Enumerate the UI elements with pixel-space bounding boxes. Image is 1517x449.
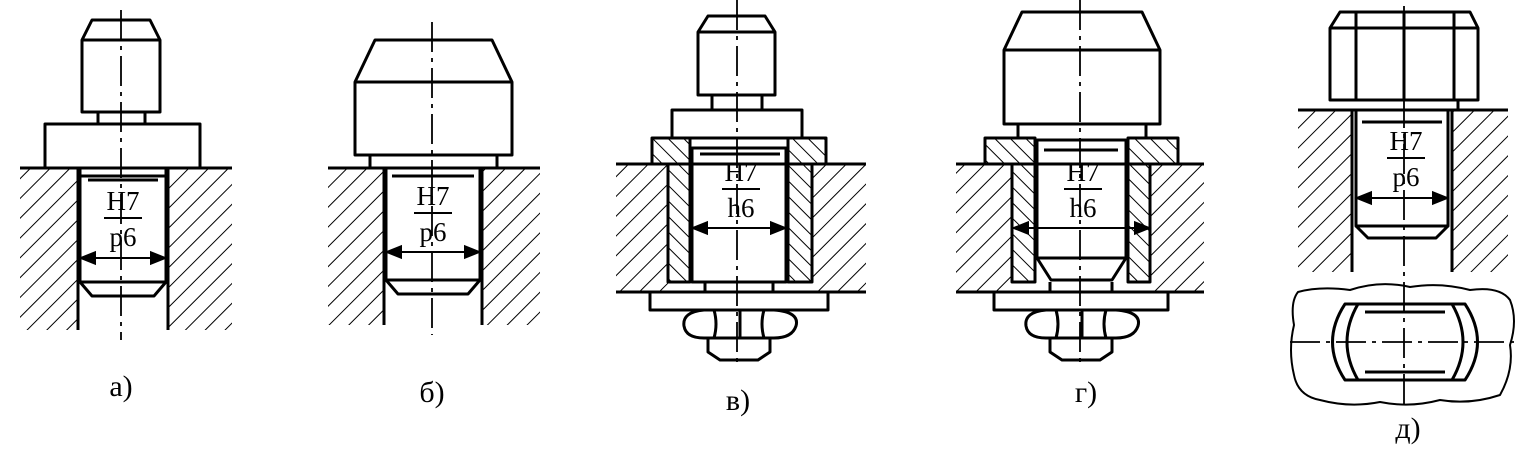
caption-e: д) (1395, 412, 1420, 445)
base-right-d (1150, 164, 1204, 292)
nut-b (353, 38, 514, 157)
fit-upper: H7 (107, 186, 140, 216)
washer-bottom-c (648, 290, 830, 312)
fit-upper: H7 (1390, 126, 1423, 156)
fit-upper: H7 (725, 157, 758, 187)
base-right-e (1452, 110, 1508, 272)
fit-e: H7 p6 (1387, 126, 1425, 192)
washer-top-c (670, 108, 804, 140)
pin-c (690, 146, 788, 284)
pin-a (78, 168, 168, 284)
fit-lower: h6 (728, 193, 755, 223)
bushing-right-d (1126, 136, 1180, 284)
fit-lower: h6 (1070, 193, 1097, 223)
fit-a: H7 p6 (104, 186, 142, 252)
section-profile-e (1331, 302, 1479, 382)
fit-upper: H7 (417, 181, 450, 211)
caption-b: б) (419, 376, 444, 409)
base-left-c (616, 164, 668, 292)
thread-end-d (1048, 336, 1114, 362)
fit-lower: p6 (420, 217, 447, 247)
base-left-a (20, 168, 78, 330)
washer-bottom-d (992, 290, 1170, 312)
caption-a: а) (109, 370, 132, 403)
figure-a (20, 18, 232, 330)
figure-c (616, 14, 866, 362)
washer-a (43, 122, 202, 170)
base-left-e (1298, 110, 1352, 272)
lock-nut-c (682, 308, 799, 340)
base-right-a (168, 168, 232, 330)
bushing-left-d (983, 136, 1037, 284)
nut-d (1002, 10, 1162, 126)
fit-c: H7 h6 (722, 157, 760, 223)
thread-end-c (706, 336, 772, 362)
fit-lower: p6 (1393, 162, 1420, 192)
lock-nut-d (1024, 308, 1141, 340)
section-outline-e (1290, 283, 1515, 406)
caption-c: в) (726, 384, 750, 417)
base-left-b (328, 168, 384, 325)
pin-e (1354, 110, 1450, 228)
base-right-c (812, 164, 866, 292)
base-right-b (482, 168, 540, 325)
base-left-d (956, 164, 1012, 292)
fit-d: H7 h6 (1064, 157, 1102, 223)
fit-upper: H7 (1067, 157, 1100, 187)
figure-d (956, 10, 1204, 362)
figure-b (328, 38, 540, 325)
fit-lower: p6 (110, 222, 137, 252)
pin-b (384, 168, 482, 282)
figure-e (1290, 10, 1515, 406)
fit-b: H7 p6 (414, 181, 452, 247)
bushing-right-c (786, 136, 828, 284)
caption-d: г) (1075, 376, 1097, 409)
